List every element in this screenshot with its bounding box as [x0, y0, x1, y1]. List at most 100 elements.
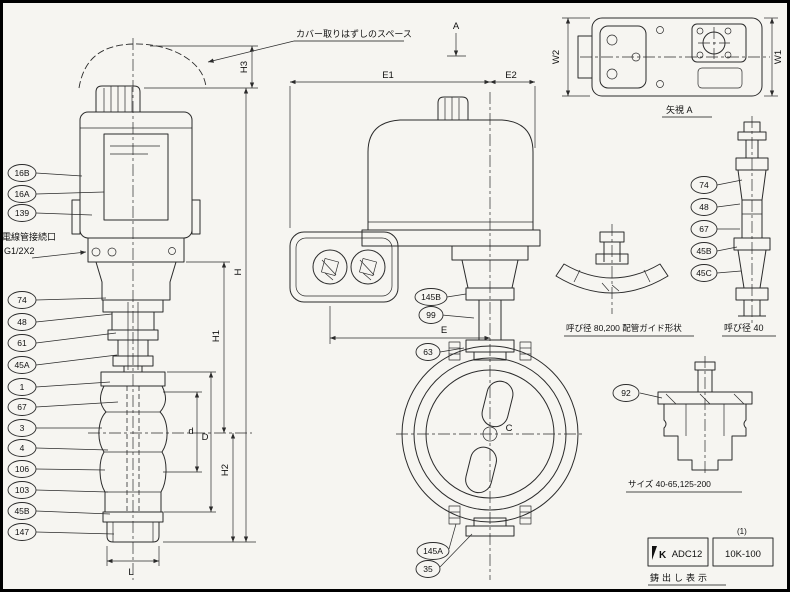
- callout-92: 92: [612, 384, 640, 402]
- svg-text:45B: 45B: [14, 506, 29, 516]
- callout-63: 63: [415, 343, 441, 361]
- side-view-dimensions: [289, 33, 536, 344]
- manual-knob: [95, 85, 141, 112]
- bore40-callout-leaders: [716, 179, 743, 274]
- svg-text:45B: 45B: [696, 246, 711, 256]
- dim-W1: W1: [773, 50, 784, 64]
- dim-D: D: [202, 432, 209, 443]
- stem-assembly: [102, 299, 164, 372]
- svg-text:74: 74: [17, 295, 27, 305]
- svg-text:67: 67: [17, 402, 27, 412]
- svg-text:74: 74: [699, 180, 709, 190]
- svg-text:145B: 145B: [421, 292, 441, 302]
- gland-bolt-icon: [359, 258, 377, 276]
- callout-67-right: 67: [690, 220, 718, 238]
- cast-mark-table: [647, 537, 774, 567]
- svg-text:48: 48: [17, 317, 27, 327]
- svg-text:92: 92: [621, 388, 631, 398]
- size-section-view: [657, 356, 753, 476]
- mounting-bracket: [95, 261, 177, 301]
- svg-text:35: 35: [423, 564, 433, 574]
- callout-45B: 45B: [7, 502, 37, 520]
- valve-body-front: [98, 371, 168, 543]
- dim-H3: H3: [239, 61, 250, 73]
- terminal-box-top: [599, 25, 647, 89]
- view-a: [577, 17, 770, 97]
- bore40-view: [733, 116, 771, 324]
- callout-16B: 16B: [7, 164, 37, 182]
- callout-3: 3: [7, 419, 37, 437]
- gland-bolt-icon: [321, 258, 339, 276]
- svg-text:63: 63: [423, 347, 433, 357]
- dim-W2: W2: [551, 50, 562, 64]
- callout-103: 103: [7, 481, 37, 499]
- dim-H: H: [233, 268, 244, 275]
- callout-45C-right: 45C: [690, 264, 718, 282]
- front-callout-leaders: [31, 172, 119, 535]
- nameplate: [103, 133, 169, 221]
- callout-139: 139: [7, 204, 37, 222]
- conduit-port-icon: [91, 247, 101, 257]
- actuator-dome: [367, 119, 534, 230]
- callout-45A: 45A: [7, 356, 37, 374]
- svg-text:103: 103: [15, 485, 29, 495]
- callout-74: 74: [7, 291, 37, 309]
- callout-48: 48: [7, 313, 37, 331]
- size-note-label: サイズ 40-65,125-200: [628, 479, 711, 489]
- dim-H2: H2: [220, 464, 231, 476]
- front-view-dimensions: [106, 45, 258, 566]
- material-mark: ADC12: [672, 549, 703, 560]
- dim-E: E: [441, 325, 447, 336]
- callout-16A: 16A: [7, 185, 37, 203]
- cover-removal-outline: [78, 43, 207, 89]
- manual-knob-side: [437, 96, 469, 120]
- cover-space-label: カバー取りはずしのスペース: [296, 29, 412, 39]
- terminal-box: [289, 231, 399, 303]
- rating-mark: 10K-100: [725, 549, 761, 560]
- callout-147: 147: [7, 523, 37, 541]
- dim-H1: H1: [211, 330, 222, 342]
- conduit-label-line1: 電線管接続口: [2, 231, 56, 242]
- side-callout-leaders: [439, 293, 475, 568]
- callout-145B: 145B: [414, 288, 448, 306]
- pipe-guide-label: 呼び径 80,200 配管ガイド形状: [566, 323, 682, 333]
- svg-text:99: 99: [426, 310, 436, 320]
- callout-99: 99: [418, 306, 444, 324]
- svg-text:3: 3: [20, 423, 25, 433]
- svg-text:67: 67: [699, 224, 709, 234]
- dim-C: C: [506, 423, 513, 434]
- actuator-housing: [79, 111, 193, 239]
- callout-1: 1: [7, 378, 37, 396]
- section-arrow-A: A: [453, 21, 460, 32]
- svg-text:139: 139: [15, 208, 29, 218]
- svg-text:16B: 16B: [14, 168, 29, 178]
- side-view: [289, 92, 584, 580]
- callout-61: 61: [7, 334, 37, 352]
- rating-note: (1): [737, 527, 747, 536]
- callout-48-right: 48: [690, 198, 718, 216]
- callout-145A: 145A: [416, 542, 450, 560]
- view-a-label: 矢視 A: [666, 104, 693, 115]
- callout-67: 67: [7, 398, 37, 416]
- conduit-label-line2: G1/2X2: [4, 246, 35, 256]
- maker-logo-letter: K: [659, 550, 667, 561]
- front-view: [71, 38, 252, 580]
- dim-E2: E2: [505, 70, 517, 81]
- valve-body-side: [401, 345, 579, 523]
- dim-d: d: [188, 426, 193, 437]
- svg-text:145A: 145A: [423, 546, 443, 556]
- callout-4: 4: [7, 439, 37, 457]
- svg-text:45C: 45C: [696, 268, 712, 278]
- bottom-flange: [448, 505, 532, 537]
- cast-mark-label: 鋳出し表示: [650, 572, 710, 583]
- svg-text:45A: 45A: [14, 360, 29, 370]
- svg-text:48: 48: [699, 202, 709, 212]
- svg-text:16A: 16A: [14, 189, 29, 199]
- dim-L: L: [128, 567, 133, 578]
- callout-35: 35: [415, 560, 441, 578]
- svg-text:1: 1: [20, 382, 25, 392]
- svg-text:106: 106: [15, 464, 29, 474]
